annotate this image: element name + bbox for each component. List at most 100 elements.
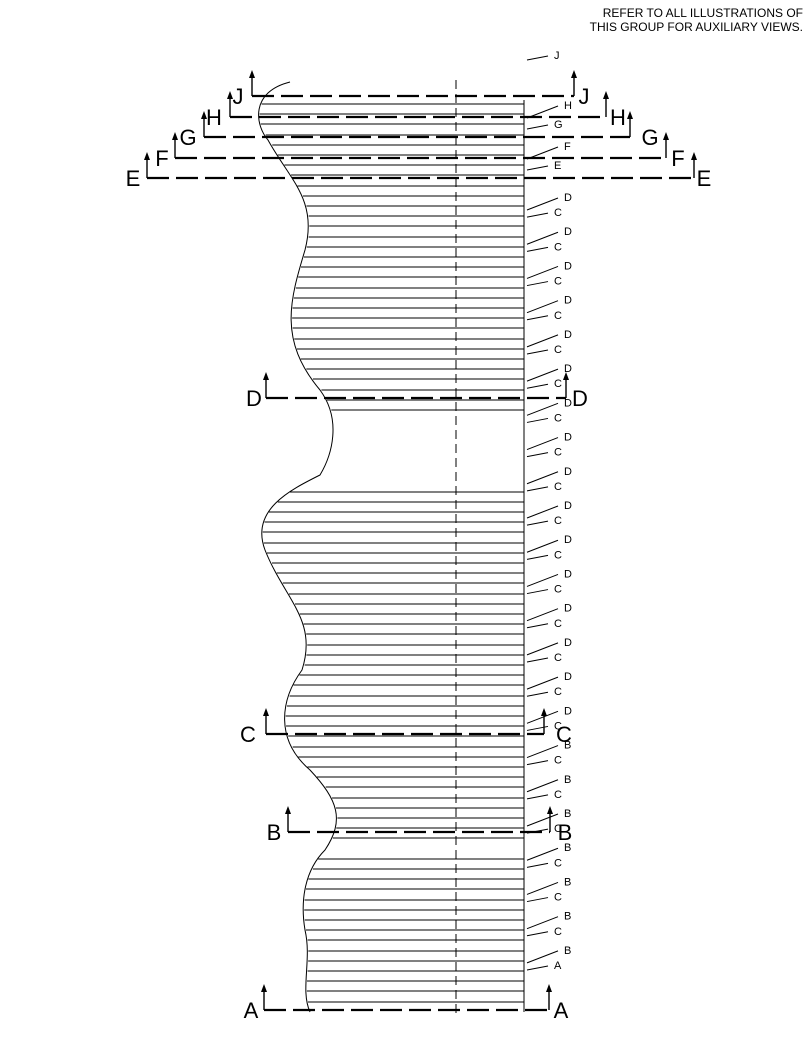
- callout: C: [526, 892, 562, 904]
- callout: D: [526, 705, 572, 724]
- arrowhead-icon: [571, 70, 577, 78]
- arrowhead-icon: [547, 806, 553, 814]
- callout: B: [526, 808, 571, 827]
- leader-line: [526, 417, 549, 423]
- arrowhead-icon: [263, 708, 269, 716]
- arrowhead-icon: [201, 111, 207, 119]
- callout: J: [526, 50, 560, 62]
- leader-line: [526, 965, 549, 971]
- leader-line: [526, 124, 549, 130]
- leader-line: [526, 745, 559, 759]
- callout-letter: D: [564, 226, 572, 238]
- callout: D: [526, 534, 572, 553]
- leader-line: [526, 55, 549, 61]
- leader-line: [526, 402, 559, 416]
- callout-letter: H: [564, 100, 572, 112]
- leader-line: [526, 212, 549, 218]
- section-label-left: B: [267, 820, 282, 845]
- leader-line: [526, 813, 559, 827]
- wavy-profile: [258, 81, 337, 1013]
- callout-letter: C: [554, 310, 562, 322]
- section-label-left: C: [240, 722, 256, 747]
- callout: E: [526, 160, 561, 172]
- leader-line: [526, 146, 559, 160]
- callout: C: [526, 310, 562, 322]
- callout: G: [526, 119, 563, 131]
- callout-letter: D: [564, 363, 572, 375]
- leader-line: [526, 779, 559, 793]
- callout-letter: C: [554, 344, 562, 356]
- section-label-right: G: [641, 125, 658, 150]
- callout: B: [526, 876, 571, 895]
- callout: D: [526, 226, 572, 245]
- leader-line: [526, 608, 559, 622]
- leader-line: [526, 657, 549, 663]
- arrowhead-icon: [546, 984, 552, 992]
- callout-letter: B: [564, 911, 571, 923]
- callout-letter: F: [564, 141, 571, 153]
- callout-letter: G: [554, 119, 563, 131]
- section-label-left: H: [206, 105, 222, 130]
- callout-letter: C: [554, 789, 562, 801]
- section-label-right: D: [572, 386, 588, 411]
- section-label-right: E: [697, 166, 712, 191]
- leader-line: [526, 539, 559, 553]
- callout: C: [526, 481, 562, 493]
- callout-letter: C: [554, 720, 562, 732]
- callout: C: [526, 447, 562, 459]
- callout-letter: C: [554, 378, 562, 390]
- callout: C: [526, 789, 562, 801]
- leader-line: [526, 881, 559, 895]
- callout: C: [526, 686, 562, 698]
- leader-line: [526, 486, 549, 492]
- leader-line: [526, 349, 549, 355]
- callout: C: [526, 515, 562, 527]
- leader-line: [526, 246, 549, 252]
- callout-letter: D: [564, 534, 572, 546]
- arrowhead-icon: [691, 152, 697, 160]
- callout: D: [526, 260, 572, 279]
- leader-line: [526, 794, 549, 800]
- callout-letter: C: [554, 926, 562, 938]
- callout-letter: C: [554, 207, 562, 219]
- callout: C: [526, 344, 562, 356]
- arrowhead-icon: [541, 708, 547, 716]
- callout-letter: C: [554, 515, 562, 527]
- callout: D: [526, 363, 572, 382]
- callout: C: [526, 241, 562, 253]
- leader-line: [526, 383, 549, 389]
- leader-line: [526, 505, 559, 519]
- callout-letter: D: [564, 705, 572, 717]
- leader-line: [526, 862, 549, 868]
- horizontal-sections: [259, 103, 524, 1003]
- callout-labels: JHGFEDCDCDCDCDCDCDCDCDCDCDCDCDCDCDCDCBCB…: [526, 50, 572, 972]
- reference-note-line-1: REFER TO ALL ILLUSTRATIONS OF: [602, 6, 803, 20]
- callout-letter: B: [564, 740, 571, 752]
- leader-line: [526, 950, 559, 964]
- callout: D: [526, 329, 572, 348]
- callout-letter: C: [554, 892, 562, 904]
- callout: C: [526, 926, 562, 938]
- callout-letter: D: [564, 637, 572, 649]
- callout-letter: C: [554, 823, 562, 835]
- reference-note-line-2: THIS GROUP FOR AUXILIARY VIEWS.: [589, 20, 803, 34]
- callout: C: [526, 823, 562, 835]
- callout-letter: B: [564, 774, 571, 786]
- callout-letter: D: [564, 397, 572, 409]
- section-label-left: D: [246, 386, 262, 411]
- callout: B: [526, 740, 571, 759]
- callout: D: [526, 295, 572, 314]
- leader-line: [526, 897, 549, 903]
- callout: D: [526, 432, 572, 451]
- leader-line: [526, 623, 549, 629]
- callout-letter: D: [564, 260, 572, 272]
- leader-line: [526, 105, 559, 119]
- leader-line: [526, 300, 559, 314]
- callout-letter: C: [554, 276, 562, 288]
- callout: C: [526, 276, 562, 288]
- leader-line: [526, 315, 549, 321]
